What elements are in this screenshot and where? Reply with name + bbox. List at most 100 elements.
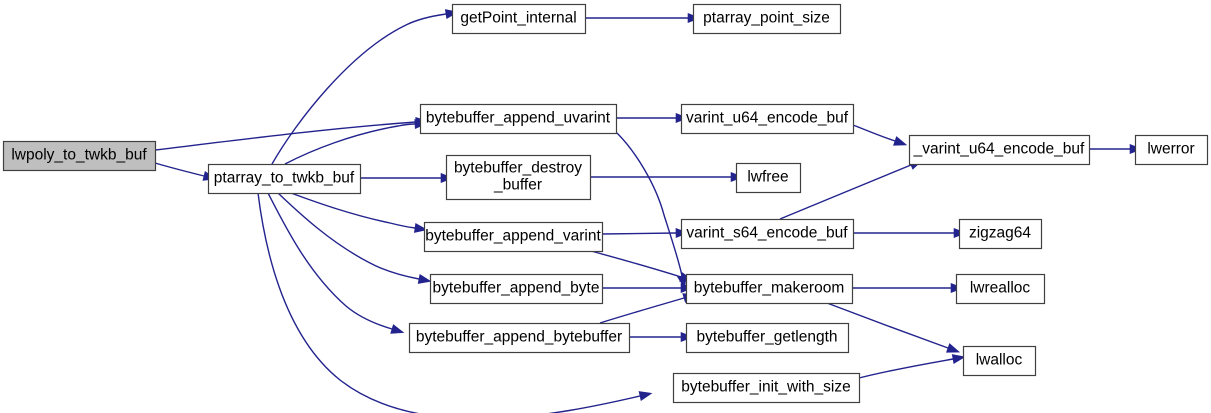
node-getPoint_internal[interactable]: getPoint_internal xyxy=(451,3,587,35)
edge-bytebuffer_append_byte-to-bytebuffer_makeroom xyxy=(602,282,694,294)
node-varint_s64_encode_buf[interactable]: varint_s64_encode_buf xyxy=(680,218,855,250)
node-label: lwalloc xyxy=(976,352,1023,369)
edge-bytebuffer_makeroom-to-lwrealloc xyxy=(852,282,964,294)
node-bytebuffer_makeroom[interactable]: bytebuffer_makeroom xyxy=(685,273,854,305)
edge-line xyxy=(616,132,683,277)
edge-varint_s64_encode_buf-to-_varint_u64_encode_buf xyxy=(779,160,923,220)
node-label: _buffer xyxy=(493,177,542,194)
node-box[interactable] xyxy=(207,163,362,195)
edge-ptarray_to_twkb_buf-to-bytebuffer_append_varint xyxy=(290,192,428,233)
node-lwerror[interactable]: lwerror xyxy=(1134,134,1209,166)
edge-line xyxy=(257,192,641,413)
node-layer: lwpoly_to_twkb_buf ptarray_to_twkb_buf get… xyxy=(2,3,1209,404)
node-box[interactable] xyxy=(955,273,1046,305)
node-label: bytebuffer_append_uvarint xyxy=(426,110,611,127)
node-lwfree[interactable]: lwfree xyxy=(735,162,802,194)
edge-getPoint_internal-to-ptarray_point_size xyxy=(585,12,701,24)
edge-line xyxy=(154,121,417,151)
node-bytebuffer_destroy_buffer[interactable]: bytebuffer_destroy_buffer xyxy=(445,154,592,201)
node-bytebuffer_append_bytebuffer[interactable]: bytebuffer_append_bytebuffer xyxy=(408,322,631,354)
node-box[interactable] xyxy=(445,154,592,201)
node-box[interactable] xyxy=(735,162,802,194)
edge-arrowhead xyxy=(945,343,961,353)
node-box[interactable] xyxy=(2,140,157,172)
node-zigzag64[interactable]: zigzag64 xyxy=(958,218,1043,250)
node-bytebuffer_append_varint[interactable]: bytebuffer_append_varint xyxy=(423,221,604,253)
node-label: lwpoly_to_twkb_buf xyxy=(11,147,147,164)
edge-line xyxy=(290,192,416,229)
edge-line xyxy=(852,124,896,142)
node-box[interactable] xyxy=(408,322,631,354)
edge-line xyxy=(826,302,949,349)
edge-lwpoly_to_twkb_buf-to-ptarray_to_twkb_buf xyxy=(154,162,217,181)
edge-_varint_u64_encode_buf-to-lwerror xyxy=(1089,143,1143,155)
node-label: bytebuffer_destroy xyxy=(454,160,582,177)
edge-ptarray_to_twkb_buf-to-getPoint_internal xyxy=(271,9,459,165)
node-varint_u64_encode_buf[interactable]: varint_u64_encode_buf xyxy=(680,103,855,135)
node-bytebuffer_getlength[interactable]: bytebuffer_getlength xyxy=(685,322,850,354)
node-box[interactable] xyxy=(685,322,850,354)
edge-bytebuffer_append_varint-to-varint_s64_encode_buf xyxy=(601,227,689,239)
edge-bytebuffer_append_bytebuffer-to-bytebuffer_getlength xyxy=(629,331,694,343)
node-lwalloc[interactable]: lwalloc xyxy=(962,345,1037,377)
node-lwpoly_to_twkb_buf[interactable]: lwpoly_to_twkb_buf xyxy=(2,140,157,172)
node-ptarray_to_twkb_buf[interactable]: ptarray_to_twkb_buf xyxy=(207,163,362,195)
node-box[interactable] xyxy=(1134,134,1209,166)
edge-line xyxy=(154,162,205,177)
edge-line xyxy=(267,192,393,330)
node-bytebuffer_init_with_size[interactable]: bytebuffer_init_with_size xyxy=(672,372,861,404)
edge-ptarray_to_twkb_buf-to-bytebuffer_append_uvarint xyxy=(284,118,428,165)
node-box[interactable] xyxy=(692,3,842,35)
edge-line xyxy=(779,164,912,220)
edge-arrowhead xyxy=(951,354,966,365)
node-box[interactable] xyxy=(419,103,618,135)
node-box[interactable] xyxy=(962,345,1037,377)
edge-bytebuffer_append_uvarint-to-varint_u64_encode_buf xyxy=(616,112,689,124)
node-label: bytebuffer_init_with_size xyxy=(681,379,850,396)
node-box[interactable] xyxy=(680,218,855,250)
edge-arrowhead xyxy=(413,222,428,233)
node-_varint_u64_encode_buf[interactable]: _varint_u64_encode_buf xyxy=(908,134,1091,166)
node-box[interactable] xyxy=(423,221,604,253)
node-label: zigzag64 xyxy=(969,225,1031,242)
edge-line xyxy=(277,192,420,280)
node-label: ptarray_point_size xyxy=(703,10,830,27)
node-box[interactable] xyxy=(429,273,604,305)
edge-bytebuffer_makeroom-to-lwalloc xyxy=(826,302,961,353)
node-label: _varint_u64_encode_buf xyxy=(913,141,1085,158)
edge-layer xyxy=(154,9,1143,413)
node-label: bytebuffer_getlength xyxy=(696,329,837,346)
edge-arrowhead xyxy=(390,324,405,334)
node-box[interactable] xyxy=(672,372,861,404)
node-box[interactable] xyxy=(451,3,587,35)
node-label: bytebuffer_append_varint xyxy=(425,228,601,245)
node-lwrealloc[interactable]: lwrealloc xyxy=(955,273,1046,305)
edge-arrowhead xyxy=(417,274,432,284)
node-box[interactable] xyxy=(908,134,1091,166)
edge-ptarray_to_twkb_buf-to-bytebuffer_destroy_buffer xyxy=(360,172,454,184)
node-bytebuffer_append_uvarint[interactable]: bytebuffer_append_uvarint xyxy=(419,103,618,135)
edge-ptarray_to_twkb_buf-to-bytebuffer_append_bytebuffer xyxy=(267,192,405,334)
node-label: bytebuffer_append_bytebuffer xyxy=(416,329,622,346)
node-label: getPoint_internal xyxy=(460,10,576,27)
node-box[interactable] xyxy=(680,103,855,135)
edge-line xyxy=(271,13,447,165)
node-label: varint_s64_encode_buf xyxy=(686,225,848,242)
node-label: lwfree xyxy=(747,169,788,186)
node-label: varint_u64_encode_buf xyxy=(686,110,849,127)
node-label: bytebuffer_append_byte xyxy=(433,280,600,297)
edge-ptarray_to_twkb_buf-to-bytebuffer_append_byte xyxy=(277,192,432,284)
node-bytebuffer_append_byte[interactable]: bytebuffer_append_byte xyxy=(429,273,604,305)
node-box[interactable] xyxy=(685,273,854,305)
edge-line xyxy=(284,123,416,165)
node-box[interactable] xyxy=(958,218,1043,250)
node-ptarray_point_size[interactable]: ptarray_point_size xyxy=(692,3,842,35)
edge-bytebuffer_append_bytebuffer-to-bytebuffer_makeroom xyxy=(599,293,697,324)
edge-varint_u64_encode_buf-to-_varint_u64_encode_buf xyxy=(852,124,908,146)
edge-line xyxy=(590,250,682,278)
edge-line xyxy=(858,358,954,379)
edge-ptarray_to_twkb_buf-to-bytebuffer_init_with_size xyxy=(257,192,653,413)
node-label: lwrealloc xyxy=(970,280,1031,297)
